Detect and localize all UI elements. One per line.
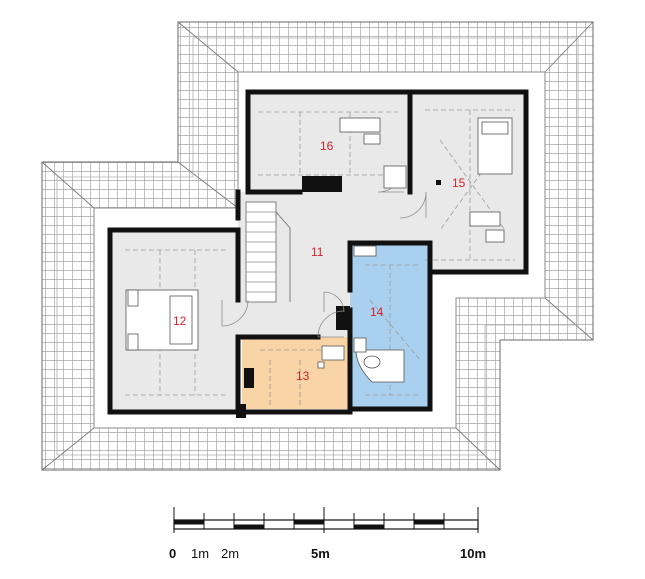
- scale-bar: 0 1m 2m 5m 10m: [169, 507, 486, 561]
- scale-label-10m: 10m: [460, 546, 486, 561]
- slope-lines: [125, 109, 515, 405]
- scale-label-1m: 1m: [191, 546, 209, 561]
- room-number-12: 12: [173, 314, 187, 328]
- scale-label-0: 0: [169, 546, 176, 561]
- room-number-13: 13: [296, 369, 310, 383]
- room-number-14: 14: [370, 305, 384, 319]
- room-number-16: 16: [320, 139, 334, 153]
- scale-label-2m: 2m: [221, 546, 239, 561]
- room-number-15: 15: [452, 176, 466, 190]
- room-number-11: 11: [311, 245, 324, 259]
- furniture: [125, 117, 513, 383]
- staircase: [245, 201, 291, 303]
- chimneys: [236, 176, 350, 418]
- walls: [107, 89, 529, 415]
- scale-label-5m: 5m: [311, 546, 330, 561]
- room-labels: 16 15 11 12 14 13: [173, 139, 466, 383]
